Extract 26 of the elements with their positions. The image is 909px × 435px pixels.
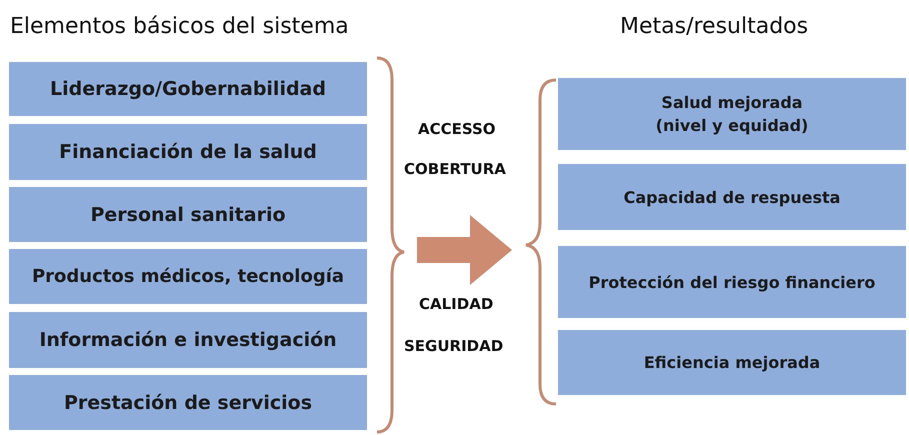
box-label: Protección del riesgo financiero (588, 272, 876, 292)
element-box (558, 164, 906, 230)
element-box (9, 124, 367, 180)
heading: Metas/resultados (620, 14, 808, 39)
box-label: Capacidad de respuesta (624, 188, 840, 206)
box-label: Liderazgo/Gobernabilidad (50, 78, 326, 100)
box-label: Salud mejorada (nivel y equidad) (654, 92, 810, 137)
element-box (9, 249, 367, 304)
element-box (558, 246, 906, 318)
box-label: Personal sanitario (90, 204, 286, 226)
element-box (558, 78, 906, 150)
box-label: Productos médicos, tecnología (32, 266, 344, 287)
element-box (9, 312, 367, 368)
category-label: COBERTURA (404, 160, 506, 178)
heading: Elementos básicos del sistema (10, 14, 349, 39)
element-box (9, 62, 367, 116)
element-box (9, 187, 367, 242)
box-label: Información e investigación (39, 329, 337, 351)
category-label: CALIDAD (419, 295, 494, 313)
box-label: Financiación de la salud (59, 141, 317, 163)
box-label: Eficiencia mejorada (644, 353, 820, 372)
element-box (558, 330, 906, 395)
element-box (9, 375, 367, 430)
box-label: Prestación de servicios (64, 392, 312, 414)
category-label: SEGURIDAD (404, 337, 504, 355)
category-label: ACCESSO (418, 120, 496, 138)
